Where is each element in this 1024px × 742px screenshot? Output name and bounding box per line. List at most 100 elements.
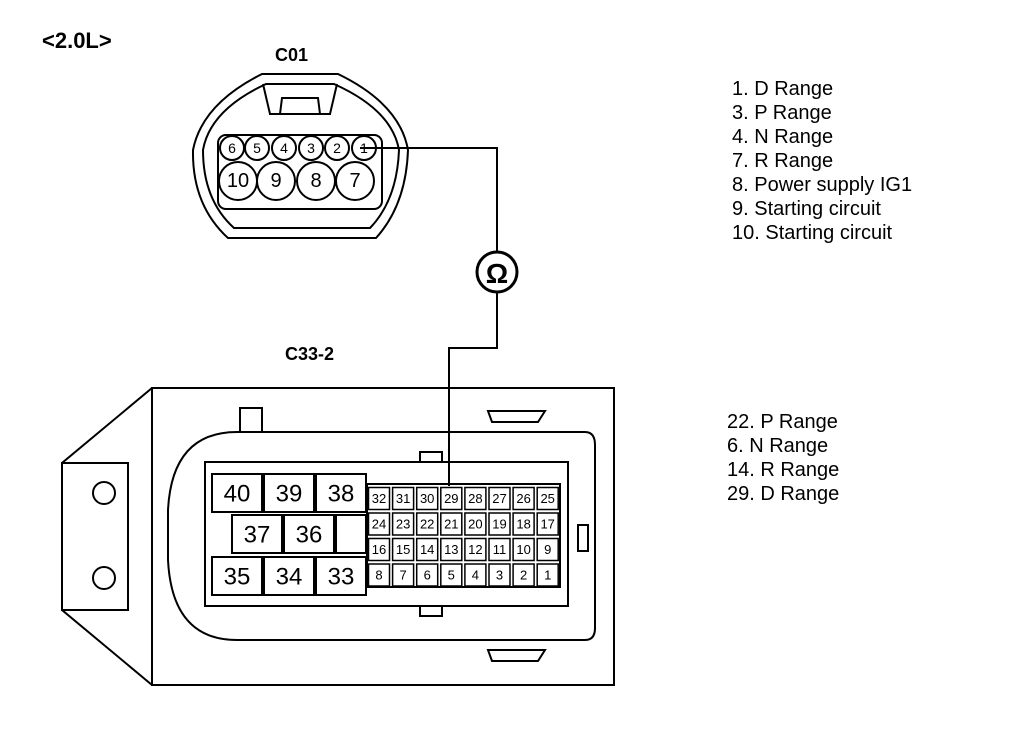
- c33-small-pin-cell: [464, 563, 487, 587]
- c33-face-outline: [204, 461, 569, 607]
- pin-number: 6: [228, 140, 236, 156]
- c33-large-pin-cell: [315, 556, 367, 596]
- c01-pin: 7: [335, 161, 375, 201]
- c33-small-pin: 19: [488, 512, 511, 536]
- pin-number: 3: [307, 140, 315, 156]
- c33-small-pin: 26: [512, 486, 535, 511]
- c33-side-bracket: [61, 387, 153, 686]
- ohmmeter-circle: [475, 250, 519, 294]
- connector-c01-label: C01: [275, 45, 309, 65]
- c33-large-pin-cell: [283, 514, 335, 554]
- legend-c33-item: 6. N Range: [727, 435, 829, 457]
- c33-large-pin: 37: [231, 514, 283, 554]
- legend-c01: 1. D Range 3. P Range 4. N Range 7. R Ra…: [732, 77, 912, 245]
- c01-pin-socket: [244, 135, 270, 161]
- pin-number: 27: [492, 491, 506, 506]
- c01-pin: 3: [298, 135, 324, 161]
- c33-small-pin-cell: [512, 486, 535, 511]
- c33-small-pin-cell: [536, 486, 559, 511]
- c33-key-bottom: [419, 605, 443, 617]
- pin-number: 28: [468, 491, 482, 506]
- pin-number: 2: [520, 568, 527, 583]
- c33-small-pin-cell: [415, 563, 439, 587]
- c33-small-pin: 17: [536, 512, 559, 536]
- c33-large-pin: 35: [211, 556, 263, 596]
- pin-number: 11: [493, 542, 507, 557]
- c33-large-pin: 33: [315, 556, 367, 596]
- pin-number: 38: [328, 481, 355, 508]
- c01-pin: 4: [271, 135, 297, 161]
- c33-body-outline: [151, 387, 615, 686]
- c33-small-pin: 10: [512, 537, 535, 562]
- pin-number: 10: [516, 542, 530, 557]
- c01-latch-outer: [262, 83, 338, 115]
- c33-small-pin: 27: [488, 486, 511, 511]
- c33-small-pin-cell: [415, 486, 439, 511]
- mount-hole-top: [92, 481, 116, 505]
- pin-number: 13: [444, 542, 458, 557]
- c33-large-pin: 34: [263, 556, 315, 596]
- pin-number: 31: [396, 491, 410, 506]
- c33-small-pin: 11: [488, 537, 511, 562]
- c33-small-pin-cell: [464, 512, 487, 536]
- c33-small-pin: 3: [488, 563, 511, 587]
- pin-number: 9: [270, 170, 281, 192]
- pin-number: 7: [399, 568, 406, 583]
- c33-small-pin: 29: [440, 486, 463, 511]
- c33-small-pin: 15: [391, 537, 415, 562]
- c33-small-pin: 31: [391, 486, 415, 511]
- c33-small-pin-cell: [440, 563, 463, 587]
- c01-pin-socket: [298, 135, 324, 161]
- c01-pin: 6: [219, 135, 245, 161]
- legend-c01-item: 3. P Range: [732, 102, 832, 124]
- c33-small-pin-cell: [488, 563, 511, 587]
- pin-number: 37: [244, 522, 271, 549]
- pin-number: 22: [420, 517, 434, 532]
- pin-number: 35: [224, 564, 251, 591]
- c33-small-pin: 9: [536, 537, 559, 562]
- ohm-symbol: Ω: [486, 258, 508, 289]
- c33-small-pin-cell: [367, 537, 391, 562]
- c33-small-pin-cell: [512, 537, 535, 562]
- c33-small-pin: 7: [391, 563, 415, 587]
- c33-large-pin: 36: [283, 514, 335, 554]
- pin-number: 36: [296, 522, 323, 549]
- pin-number: 7: [349, 170, 360, 192]
- pin-number: 9: [544, 542, 551, 557]
- connector-c33-label: C33-2: [285, 344, 335, 364]
- c33-small-pin: 24: [367, 512, 391, 536]
- pin-number: 15: [396, 542, 410, 557]
- pin-number: 10: [227, 170, 249, 192]
- pin-number: 4: [472, 568, 479, 583]
- legend-c01-item: 7. R Range: [732, 150, 834, 172]
- legend-c33-item: 14. R Range: [727, 459, 840, 481]
- c33-large-pin-cell: [211, 556, 263, 596]
- c33-small-pin-cell: [512, 563, 535, 587]
- c33-small-pin: 13: [440, 537, 463, 562]
- pin-number: 8: [310, 170, 321, 192]
- c33-small-pin: 16: [367, 537, 391, 562]
- c01-pin: 9: [256, 161, 296, 201]
- c33-large-pin-cell: [263, 556, 315, 596]
- wire-meter-to-c33-pin29: [448, 292, 498, 486]
- pin-number: 19: [492, 517, 506, 532]
- pin-number: 6: [424, 568, 431, 583]
- pin-number: 24: [372, 517, 386, 532]
- c33-large-pin: 38: [315, 473, 367, 513]
- c33-small-pin-cell: [536, 537, 559, 562]
- c33-small-pin-cell: [391, 537, 415, 562]
- wire-c01-pin1-to-meter: [360, 147, 498, 252]
- probe-wiring: [360, 147, 519, 486]
- c33-small-pin: 8: [367, 563, 391, 587]
- c33-small-pin-cell: [440, 512, 463, 536]
- pin-number: 21: [444, 517, 458, 532]
- legend-c01-item: 1. D Range: [732, 78, 834, 100]
- c01-pin-socket: [256, 161, 296, 201]
- legend-c01-item: 4. N Range: [732, 126, 834, 148]
- mount-hole-bottom: [92, 566, 116, 590]
- c01-housing-inner: [201, 83, 401, 229]
- c33-small-pin-cell: [415, 537, 439, 562]
- legend-c33-2: 22. P Range 6. N Range 14. R Range 29. D…: [727, 410, 839, 506]
- c33-small-pin-cell: [391, 486, 415, 511]
